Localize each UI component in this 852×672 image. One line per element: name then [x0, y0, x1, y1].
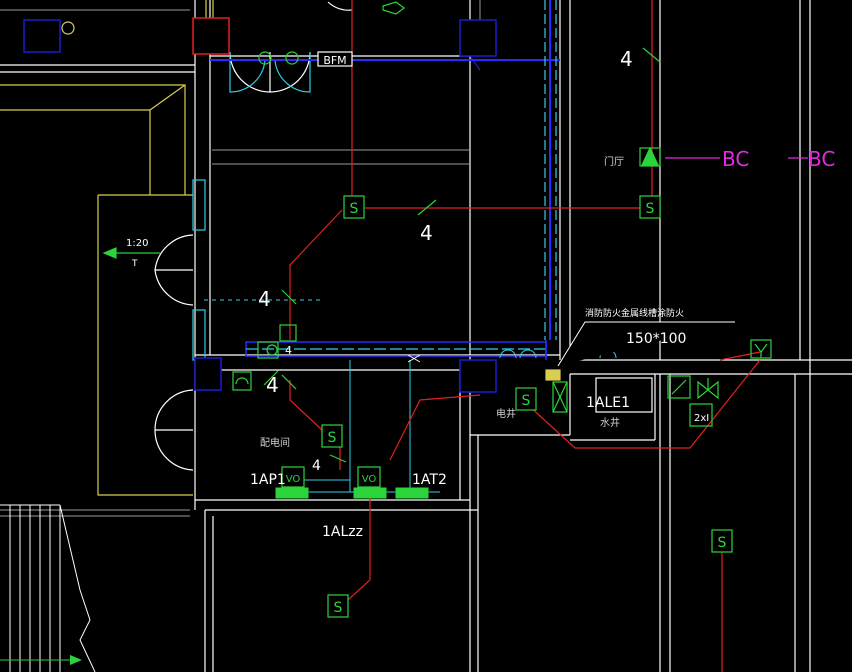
vo-outlet-1[interactable]: VO	[281, 466, 305, 488]
vo-label-1: VO	[286, 474, 301, 485]
vo-label-2: VO	[362, 474, 377, 485]
red-column	[192, 17, 230, 55]
door-frames-cyan	[229, 52, 311, 93]
distribution-panels[interactable]	[275, 487, 429, 499]
bc-label-2: BC	[808, 147, 835, 171]
switch-s-6[interactable]: S	[711, 529, 733, 553]
cable-count-4: 4	[266, 373, 279, 397]
sleeve-label: 150*100	[626, 331, 686, 347]
panel-1ale1-label: 1ALE1	[586, 395, 630, 411]
round-fixture	[61, 21, 75, 35]
stairs	[0, 504, 96, 672]
gold-outlines	[0, 0, 214, 496]
svg-text:S: S	[334, 600, 343, 616]
fire-alarm-icons[interactable]	[232, 1, 772, 427]
cable-count-1: 4	[620, 47, 633, 71]
svg-text:S: S	[646, 201, 655, 217]
switch-s-1[interactable]: S	[343, 195, 365, 219]
fireproof-note: 消防防火金属线槽涂防火	[585, 307, 684, 319]
room-water-shaft-label: 水井	[600, 416, 620, 429]
scale-mark: T	[131, 259, 138, 269]
svg-text:S: S	[522, 393, 531, 409]
switch-s-5[interactable]: S	[327, 594, 349, 618]
panel-1ap1-label: 1AP1	[250, 472, 286, 488]
svg-text:S: S	[350, 201, 359, 217]
cable-count-3: 4	[258, 287, 271, 311]
red-cables	[289, 0, 761, 672]
vo-outlet-2[interactable]: VO	[357, 466, 381, 488]
svg-text:S: S	[718, 535, 727, 551]
svg-text:S: S	[328, 430, 337, 446]
cable-trays	[200, 0, 560, 493]
panel-1at2-label: 1AT2	[412, 472, 447, 488]
panel-1alzz-label: 1ALzz	[322, 524, 363, 540]
bfm-label: BFM	[323, 54, 346, 67]
room-distribution-label: 配电间	[260, 436, 290, 449]
room-elec-shaft-label: 电井	[496, 407, 516, 420]
cable-count-2: 4	[420, 221, 433, 245]
doors	[154, 1, 353, 471]
columns	[23, 19, 497, 393]
panel-1ale1-box[interactable]	[595, 377, 653, 413]
switch-s-4[interactable]: S	[515, 387, 537, 411]
bc-label-1: BC	[722, 147, 749, 171]
switch-s-2[interactable]: S	[639, 195, 661, 219]
cable-count-5: 4	[312, 458, 321, 474]
cable-ticks	[281, 47, 661, 463]
switch-2x-label: 2xI	[694, 413, 709, 424]
scale-arrow	[102, 247, 160, 259]
wall-lines-grey	[0, 0, 481, 517]
note-leader	[557, 321, 735, 367]
scale-label: 1:20	[126, 238, 148, 249]
bfm-box[interactable]	[317, 51, 353, 67]
lobby-label: 门厅	[604, 155, 624, 168]
switch-s-3[interactable]: S	[321, 424, 343, 448]
cable-count-6: 4	[285, 344, 292, 357]
